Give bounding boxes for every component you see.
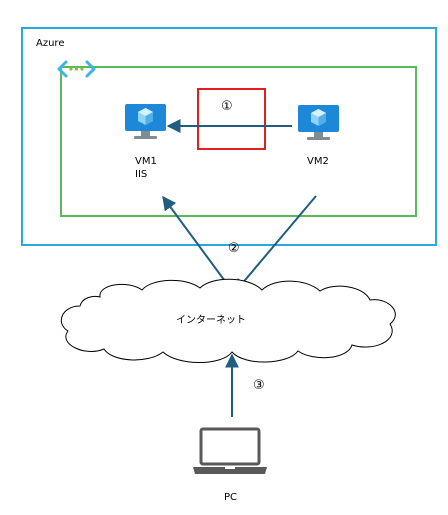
step2-number: ②	[228, 241, 240, 256]
arrow-internet-to-vm1	[162, 195, 234, 293]
vnet-icon	[57, 60, 96, 78]
step1-number: ①	[221, 99, 233, 114]
azure-label: Azure	[36, 38, 65, 49]
pc-label: PC	[224, 492, 238, 503]
vm1-name-label: VM1	[135, 156, 157, 167]
vnet-boundary	[60, 66, 417, 217]
step1-highlight-box	[197, 88, 266, 150]
internet-label: インターネット	[176, 315, 246, 326]
arrow-vm2-to-internet	[234, 195, 317, 294]
vm2-monitor-icon	[298, 105, 339, 140]
azure-boundary	[21, 27, 437, 246]
internet-cloud	[60, 278, 396, 363]
laptop-icon	[193, 427, 267, 474]
vm1-role-label: IIS	[135, 169, 148, 180]
vm2-name-label: VM2	[307, 156, 329, 167]
vm1-monitor-icon	[125, 104, 166, 139]
step3-number: ③	[253, 378, 265, 393]
